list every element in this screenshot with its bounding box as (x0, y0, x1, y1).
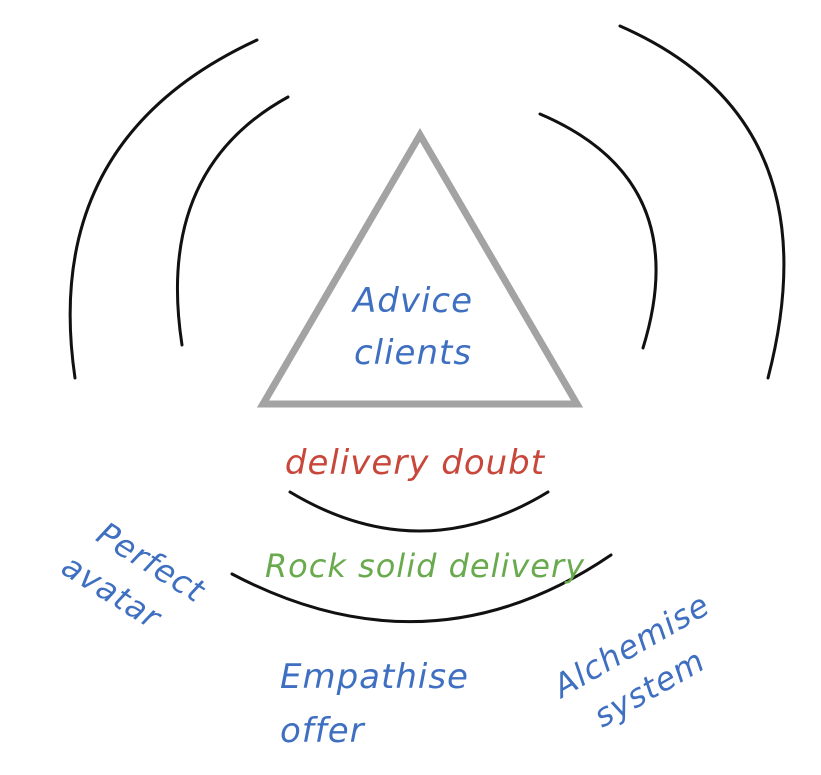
rock-solid-delivery-label: Rock solid delivery (265, 547, 585, 585)
inner-right-arc (538, 112, 658, 350)
center-label-line2: clients (354, 333, 472, 373)
delivery-doubt-label: delivery doubt (285, 443, 546, 483)
perfect-avatar-label: Perfect avatar (55, 514, 213, 637)
rock-solid-arc (230, 553, 613, 624)
outer-right-arc (618, 24, 786, 380)
inner-left-arc (175, 95, 290, 347)
outer-left-arc (68, 38, 259, 380)
center-triangle (256, 128, 584, 408)
center-label-line1: Advice (351, 281, 473, 321)
empathise-offer-line1: Empathise (280, 657, 469, 697)
empathise-offer-line2: offer (280, 711, 366, 751)
delivery-doubt-arc (288, 490, 550, 533)
alchemise-system-label: Alchemise system (545, 585, 716, 735)
